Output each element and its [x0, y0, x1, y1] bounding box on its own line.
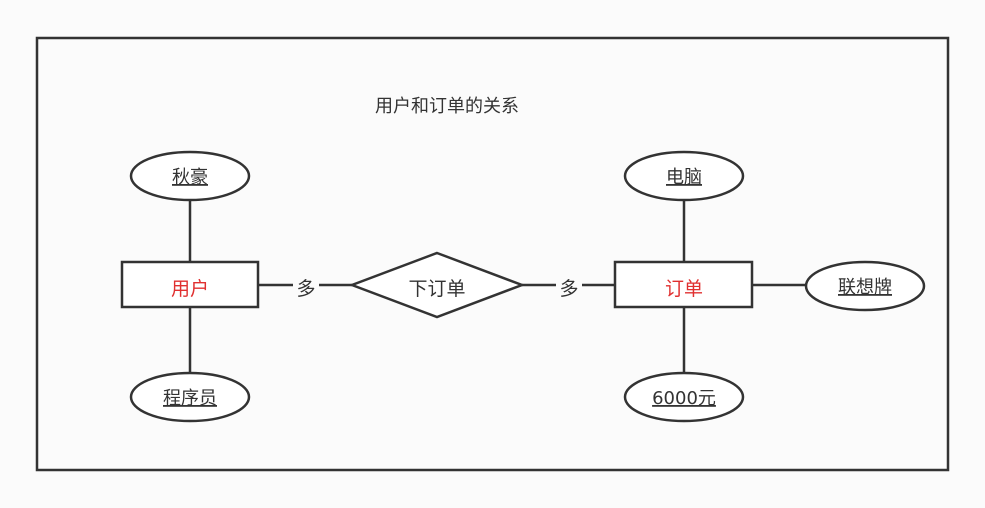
attribute-order-price[interactable]: 6000元	[623, 371, 745, 423]
cardinality-right: 多	[559, 278, 578, 300]
cardinality-right-bg	[556, 273, 582, 299]
attribute-order-brand[interactable]: 联想牌	[804, 260, 926, 312]
entity-user[interactable]: 用户	[120, 260, 260, 309]
attribute-user-job[interactable]: 程序员	[129, 371, 251, 423]
entity-user-label: 用户	[171, 278, 209, 300]
attribute-ellipse	[129, 371, 251, 423]
relationship-label: 下订单	[408, 278, 465, 300]
attribute-ellipse	[804, 260, 926, 312]
attribute-user-name[interactable]: 秋豪	[129, 150, 251, 202]
attribute-ellipse	[129, 150, 251, 202]
attribute-label: 程序员	[163, 388, 217, 409]
diagram-title: 用户和订单的关系	[375, 96, 519, 117]
attribute-ellipse	[623, 150, 745, 202]
cardinality-left: 多	[296, 278, 315, 300]
attribute-label: 电脑	[666, 167, 702, 188]
relationship-place-order[interactable]: 下订单	[348, 251, 526, 319]
attribute-ellipse	[623, 371, 745, 423]
attribute-order-item[interactable]: 电脑	[623, 150, 745, 202]
attribute-label: 联想牌	[838, 277, 892, 298]
entity-user-box	[120, 260, 260, 309]
entity-order[interactable]: 订单	[613, 260, 754, 309]
entity-order-box	[613, 260, 754, 309]
entity-order-label: 订单	[665, 278, 703, 300]
cardinality-left-bg	[293, 273, 319, 299]
attribute-label: 秋豪	[172, 167, 208, 188]
diagram-frame	[35, 36, 950, 472]
relationship-diamond	[348, 251, 526, 319]
attribute-label: 6000元	[652, 388, 716, 409]
